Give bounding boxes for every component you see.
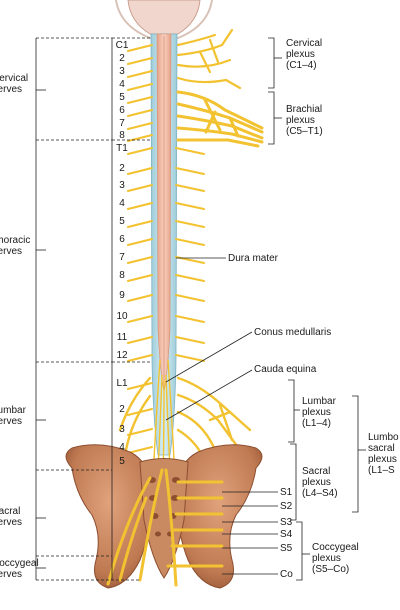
conus-medullaris-label: Conus medullaris (254, 327, 331, 338)
sacral-root-label: S5 (280, 543, 292, 554)
level-label: 6 (111, 234, 133, 245)
level-label: 8 (111, 130, 133, 141)
level-label: 3 (111, 180, 133, 191)
level-label: 4 (111, 79, 133, 90)
brainstem (128, 0, 200, 34)
level-label: 11 (111, 332, 133, 343)
level-label: 2 (111, 404, 133, 415)
level-label: 2 (111, 53, 133, 64)
level-label: 5 (111, 92, 133, 103)
nerve-root-right (176, 239, 204, 245)
sacral-root-label: S4 (280, 529, 292, 540)
brachial-plexus-label: Brachial plexus (C5–T1) (286, 104, 323, 137)
sacral-root-label: S1 (280, 487, 292, 498)
brachial-plexus-network (178, 92, 262, 146)
nerve-root-right (176, 316, 204, 322)
lumbosacral-plexus-label: Lumbo sacral plexus (L1–S (368, 432, 399, 476)
level-label: L1 (111, 378, 133, 389)
nerve-root-right (176, 275, 204, 281)
cervical-nerves-label: Cervical nerves (0, 73, 28, 95)
level-label: 7 (111, 118, 133, 129)
sacral-root-label: S2 (280, 501, 292, 512)
nerve-root-right (176, 185, 204, 191)
level-label: 7 (111, 252, 133, 263)
sacral-plexus-label: Sacral plexus (L4–S4) (302, 466, 338, 499)
cervical-plexus-label: Cervical plexus (C1–4) (286, 38, 322, 71)
coccygeal-nerves-label: Coccygeal nerves (0, 558, 39, 580)
level-label: 3 (111, 66, 133, 77)
nerve-root-right (176, 295, 204, 301)
level-label: T1 (111, 143, 133, 154)
level-label: 9 (111, 290, 133, 301)
level-label: 12 (111, 350, 133, 361)
sacral-nerves-label: Sacral nerves (0, 506, 22, 528)
level-label: 5 (111, 216, 133, 227)
lumbar-nerves-label: Lumbar nerves (0, 405, 26, 427)
level-label: 6 (111, 105, 133, 116)
level-label: 5 (111, 456, 133, 467)
thoracic-nerves-label: Thoracic nerves (0, 235, 30, 257)
nerve-root-right (176, 337, 204, 343)
level-label: C1 (111, 40, 133, 51)
sacral-root-label: S3 (280, 517, 292, 528)
level-label: 2 (111, 163, 133, 174)
sacrum (140, 459, 188, 579)
level-label: 10 (111, 311, 133, 322)
nerve-root-right (176, 221, 204, 227)
level-label: 3 (111, 424, 133, 435)
lumbar-plexus-label: Lumbar plexus (L1–4) (302, 396, 336, 429)
cauda-equina-label: Cauda equina (254, 364, 316, 375)
nerve-root-right (176, 355, 204, 361)
dura-mater-label: Dura mater (228, 253, 278, 264)
nerve-root-right (176, 203, 204, 209)
pelvis-bones (66, 445, 262, 588)
level-label: 8 (111, 270, 133, 281)
sacral-root-label: Co (280, 569, 293, 580)
level-label: 4 (111, 442, 133, 453)
level-label: 4 (111, 198, 133, 209)
nerve-root-right (176, 148, 204, 154)
nerve-root-right (176, 168, 204, 174)
coccygeal-plexus-label: Coccygeal plexus (S5–Co) (312, 542, 359, 575)
cervical-plexus-network (178, 30, 240, 88)
